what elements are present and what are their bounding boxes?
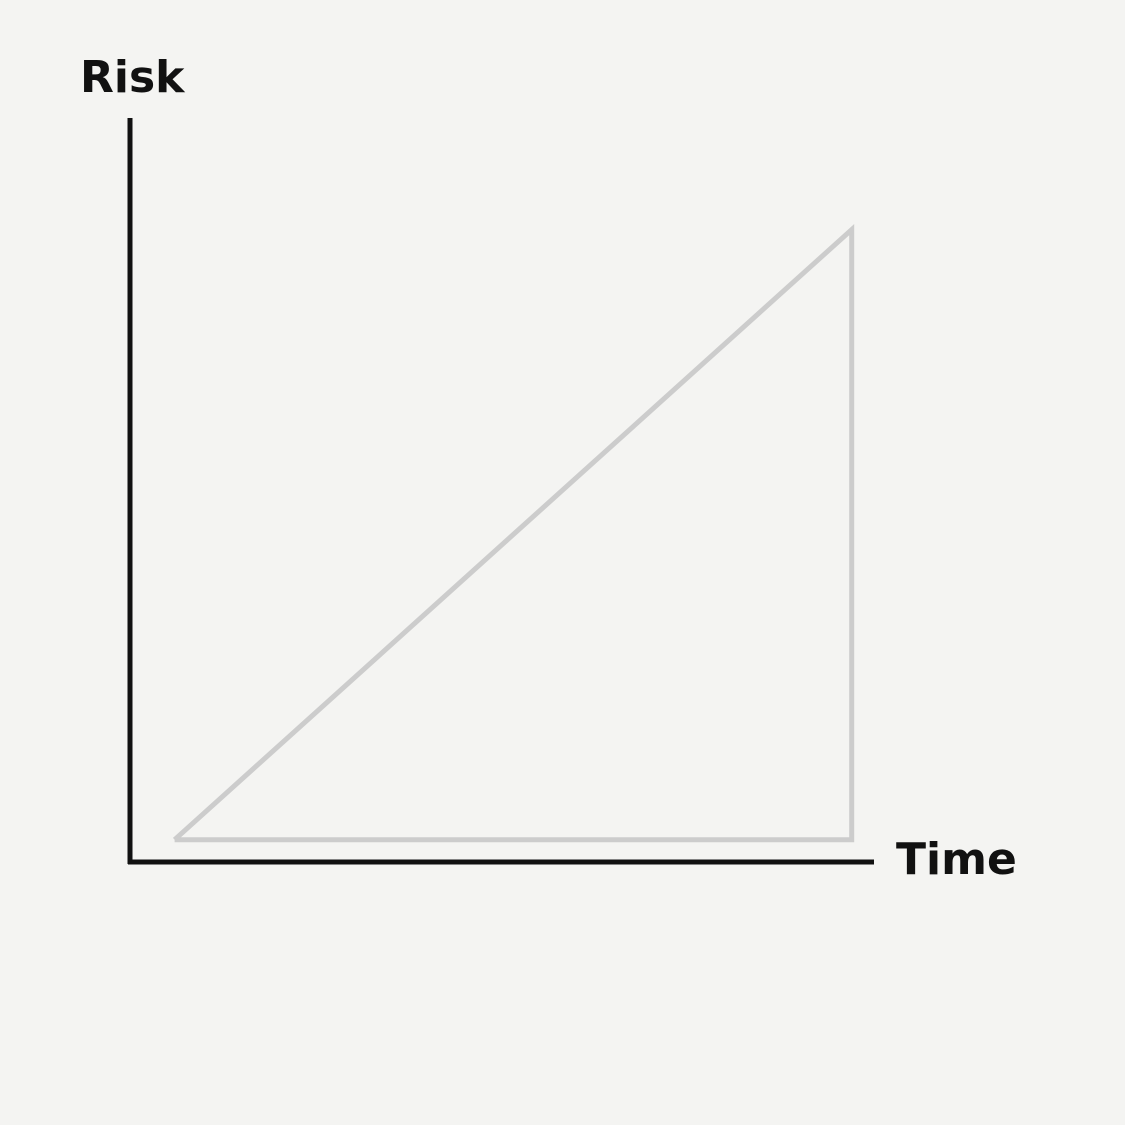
series-layer [172,223,855,843]
series-line-0 [172,223,855,843]
y-axis-label: Risk [80,52,186,103]
x-axis-label: Time [896,834,1017,885]
axes: Risk Time [80,52,1017,885]
